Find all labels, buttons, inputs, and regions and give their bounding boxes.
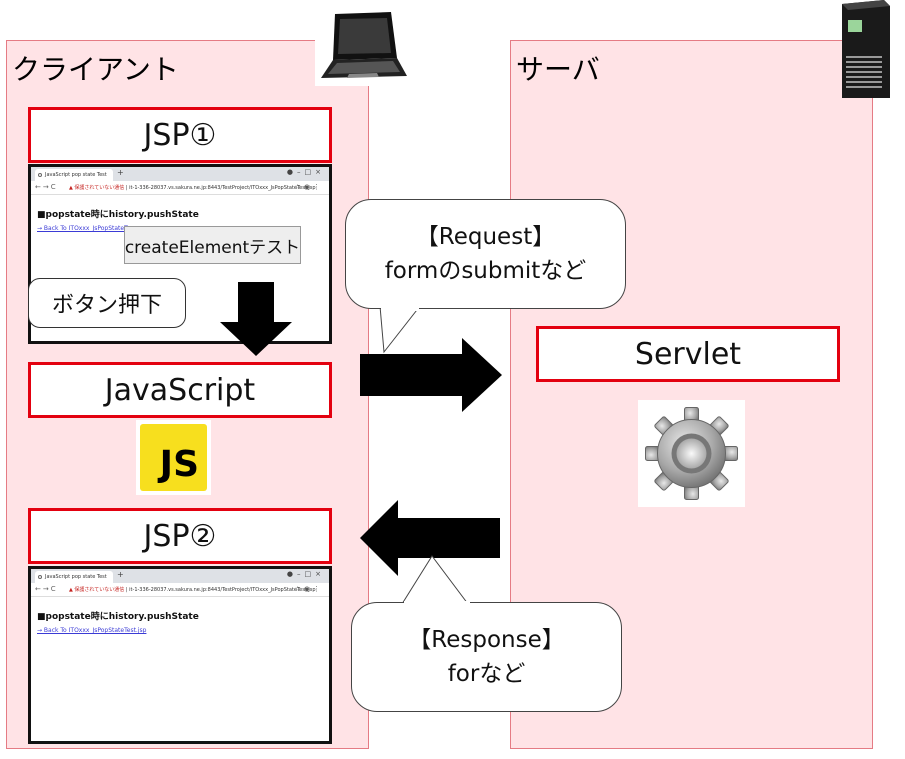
server-tower-icon: [838, 0, 894, 98]
laptop-icon: [315, 6, 411, 86]
window-controls-icon[interactable]: ●–□×: [286, 168, 325, 176]
back-link[interactable]: → Back To ITOxxx_JsPopStateTest.jsp: [37, 627, 147, 634]
address-bar[interactable]: ←→C ▲ 保護されていない通信 | it-1-336-28037.vs.sak…: [31, 181, 329, 195]
request-bubble-tail: [379, 304, 422, 354]
browser-tab[interactable]: JavaScript pop state Test: [35, 169, 113, 181]
jsp1-box: JSP①: [28, 107, 332, 163]
button-press-callout: ボタン押下: [28, 278, 186, 328]
insecure-warning: ▲ 保護されていない通信: [69, 185, 125, 191]
response-bubble: 【Response】 forなど: [351, 602, 622, 712]
globe-icon: [38, 575, 42, 579]
back-link[interactable]: → Back To ITOxxx_JsPopStateTe: [37, 225, 131, 232]
browser-tab-bar: JavaScript pop state Test + ●–□×: [31, 167, 329, 181]
request-arrow-icon: [360, 338, 502, 412]
browser-tab-title: JavaScript pop state Test: [45, 574, 107, 580]
nav-buttons-icon[interactable]: ←→C: [35, 183, 58, 191]
response-title: 【Response】: [408, 627, 565, 653]
request-title: 【Request】: [415, 224, 556, 250]
browser-tab[interactable]: JavaScript pop state Test: [35, 571, 113, 583]
javascript-box: JavaScript: [28, 362, 332, 418]
down-arrow-icon: [220, 282, 292, 356]
profile-icon[interactable]: ☆◉⋮: [294, 585, 323, 593]
gear-icon: [638, 400, 745, 507]
window-controls-icon[interactable]: ●–□×: [286, 570, 325, 578]
request-bubble-tail-cover: [381, 304, 419, 311]
browser-screenshot-2: JavaScript pop state Test + ●–□× ←→C ▲ 保…: [28, 566, 332, 744]
new-tab-icon[interactable]: +: [117, 168, 124, 177]
servlet-box: Servlet: [536, 326, 840, 382]
url-value: it-1-336-28037.vs.sakura.ne.jp:8443/Test…: [129, 185, 316, 191]
page-heading: ■popstate時にhistory.pushState: [37, 210, 199, 220]
browser-tab-title: JavaScript pop state Test: [45, 172, 107, 178]
create-element-button[interactable]: createElementテスト: [124, 226, 301, 264]
response-detail: forなど: [447, 661, 526, 687]
server-title: サーバ: [516, 53, 600, 86]
js-logo-icon: JS: [136, 420, 211, 495]
url-text: ▲ 保護されていない通信 | it-1-336-28037.vs.sakura.…: [69, 587, 316, 593]
client-title: クライアント: [12, 53, 179, 86]
browser-tab-bar: JavaScript pop state Test + ●–□×: [31, 569, 329, 583]
request-bubble: 【Request】 formのsubmitなど: [345, 199, 626, 309]
jsp2-box: JSP②: [28, 508, 332, 564]
profile-icon[interactable]: ☆◉⋮: [294, 183, 323, 191]
response-bubble-tail-cover: [404, 601, 470, 607]
new-tab-icon[interactable]: +: [117, 570, 124, 579]
response-arrow-icon: [360, 500, 500, 576]
globe-icon: [38, 173, 42, 177]
url-value: it-1-336-28037.vs.sakura.ne.jp:8443/Test…: [129, 587, 316, 593]
nav-buttons-icon[interactable]: ←→C: [35, 585, 58, 593]
url-text: ▲ 保護されていない通信 | it-1-336-28037.vs.sakura.…: [69, 185, 316, 191]
page-heading: ■popstate時にhistory.pushState: [37, 612, 199, 622]
insecure-warning: ▲ 保護されていない通信: [69, 587, 125, 593]
address-bar[interactable]: ←→C ▲ 保護されていない通信 | it-1-336-28037.vs.sak…: [31, 583, 329, 597]
js-logo-text: JS: [140, 424, 207, 491]
request-detail: formのsubmitなど: [384, 258, 587, 284]
